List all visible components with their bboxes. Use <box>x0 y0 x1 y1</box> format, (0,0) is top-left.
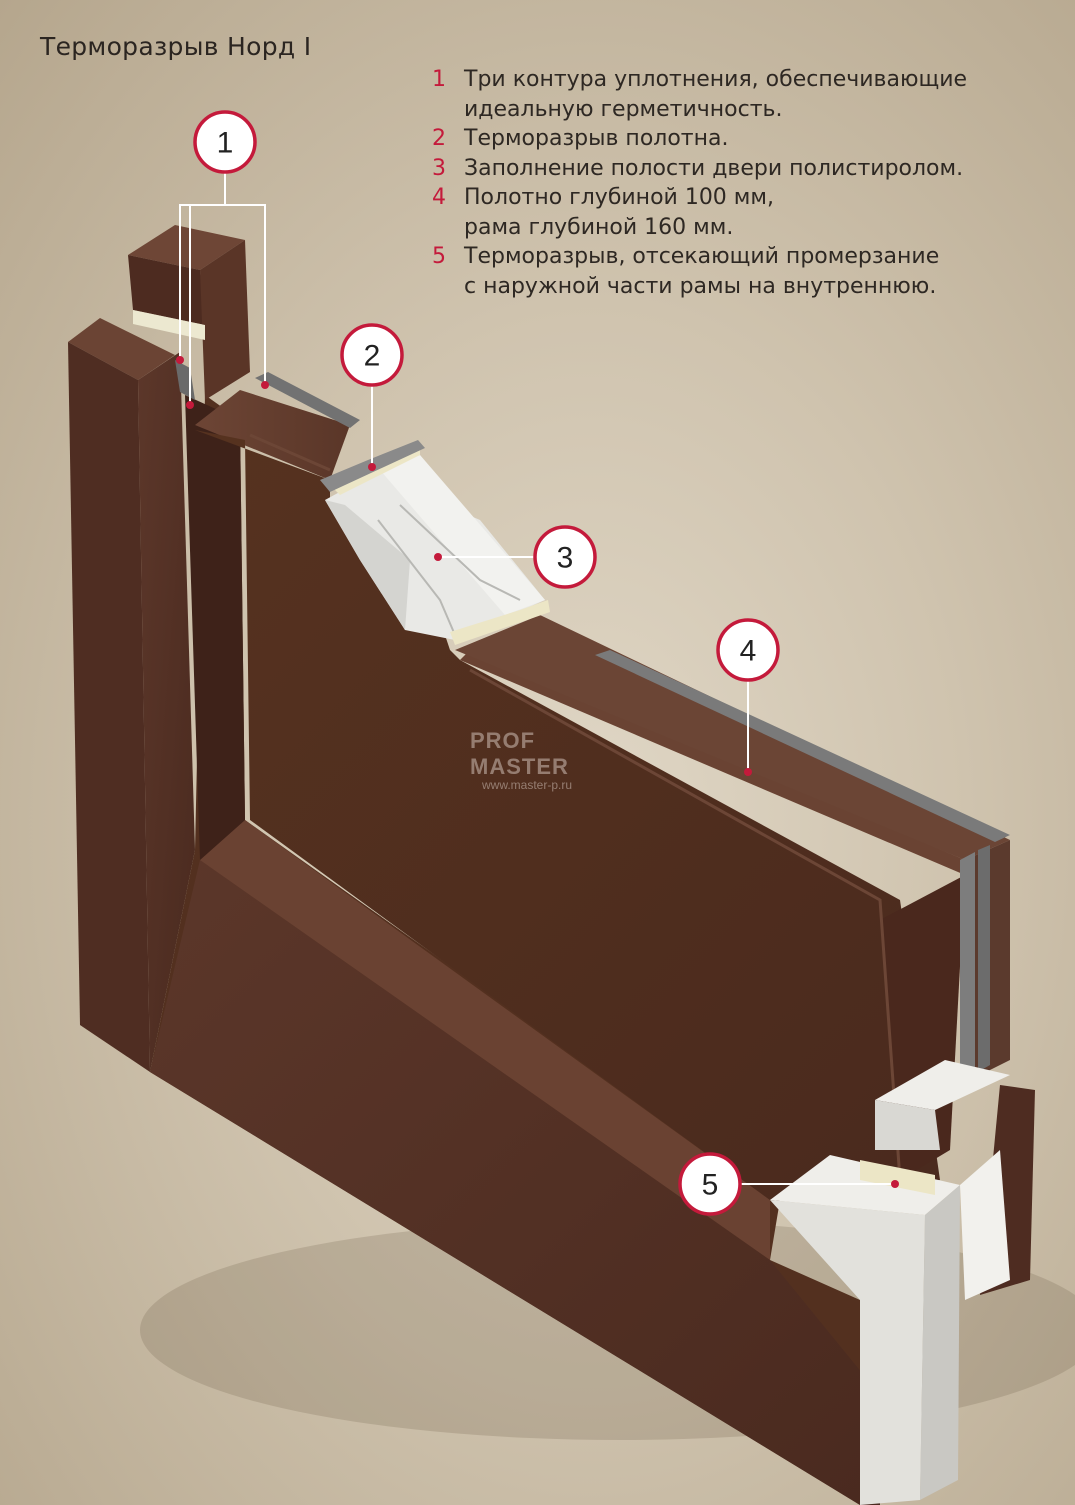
callout-5-label: 5 <box>702 1169 719 1202</box>
door-frame <box>68 318 880 1505</box>
callout-2: 2 <box>340 323 404 387</box>
callout-5: 5 <box>678 1152 742 1216</box>
legend-item-4: 4 Полотно глубиной 100 мм, рама глубиной… <box>432 183 1052 242</box>
watermark: PROF MASTER www.master-p.ru <box>470 728 630 792</box>
legend-item-2: 2 Терморазрыв полотна. <box>432 124 1052 154</box>
page-title: Терморазрыв Норд I <box>40 32 312 61</box>
frame-top-stile <box>128 225 250 400</box>
callout-4: 4 <box>716 618 780 682</box>
legend-text: с наружной части рамы на внутреннюю. <box>464 273 937 299</box>
leader-lines <box>179 170 895 1185</box>
legend-text: Терморазрыв полотна. <box>464 126 729 151</box>
legend-text: идеальную герметичность. <box>464 96 783 122</box>
callout-1-label: 1 <box>217 127 234 160</box>
leader-dots <box>176 356 899 1188</box>
watermark-brand: PROF MASTER <box>470 728 569 779</box>
callout-3: 3 <box>533 525 597 589</box>
legend-number: 3 <box>432 155 446 181</box>
legend-item-3: 3 Заполнение полости двери полистиролом. <box>432 154 1052 184</box>
legend-number: 2 <box>432 126 446 151</box>
legend-text: Полотно глубиной 100 мм, <box>464 185 774 210</box>
watermark-url: www.master-p.ru <box>482 778 573 792</box>
legend-number: 1 <box>432 67 446 92</box>
callout-2-label: 2 <box>364 340 381 373</box>
legend-text: рама глубиной 160 мм. <box>464 214 734 240</box>
callout-3-label: 3 <box>557 542 574 575</box>
callout-1: 1 <box>193 110 257 174</box>
callout-4-label: 4 <box>740 635 757 668</box>
legend-text: Терморазрыв, отсекающий промерзание <box>464 244 940 269</box>
legend-number: 4 <box>432 185 446 210</box>
legend-item-1: 1 Три контура уплотнения, обеспечивающие… <box>432 65 1052 124</box>
legend-text: Заполнение полости двери полистиролом. <box>464 155 964 181</box>
legend: 1 Три контура уплотнения, обеспечивающие… <box>432 65 1052 301</box>
legend-item-5: 5 Терморазрыв, отсекающий промерзание с … <box>432 242 1052 301</box>
legend-text: Три контура уплотнения, обеспечивающие <box>464 67 968 92</box>
legend-number: 5 <box>432 244 446 269</box>
